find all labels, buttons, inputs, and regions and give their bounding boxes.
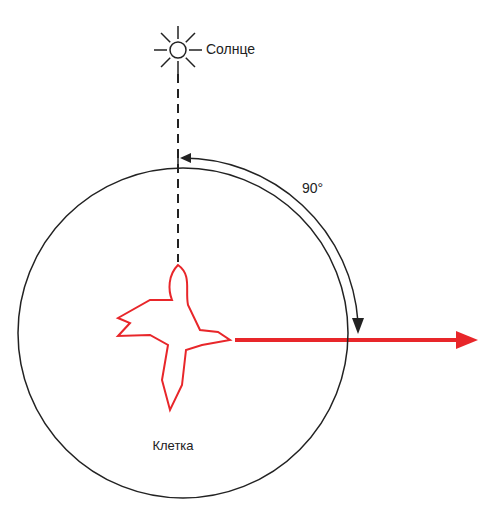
cage-circle: Клетка [16, 166, 350, 500]
angle-label: 90° [300, 180, 325, 197]
sun-ray [161, 58, 170, 67]
cage-label: Клетка [150, 438, 195, 454]
sun-label: Солнце [204, 41, 257, 58]
sun-ray [161, 33, 170, 42]
sun-ray [189, 49, 202, 51]
angle-arc [182, 158, 358, 322]
sun-symbol: Солнце [150, 22, 300, 78]
direction-arrowhead [456, 331, 478, 349]
cage-outline [18, 168, 348, 498]
sun-ray [154, 49, 167, 51]
sun-ray [186, 33, 195, 42]
bird-figure [118, 265, 230, 410]
arc-arrowhead [352, 318, 364, 334]
sun-ray [177, 26, 179, 39]
arc-arrowhead [180, 153, 191, 163]
sun-ray [186, 58, 195, 67]
angle-tick [177, 150, 179, 168]
sun-ray [177, 61, 179, 74]
sun-disc [170, 42, 186, 58]
